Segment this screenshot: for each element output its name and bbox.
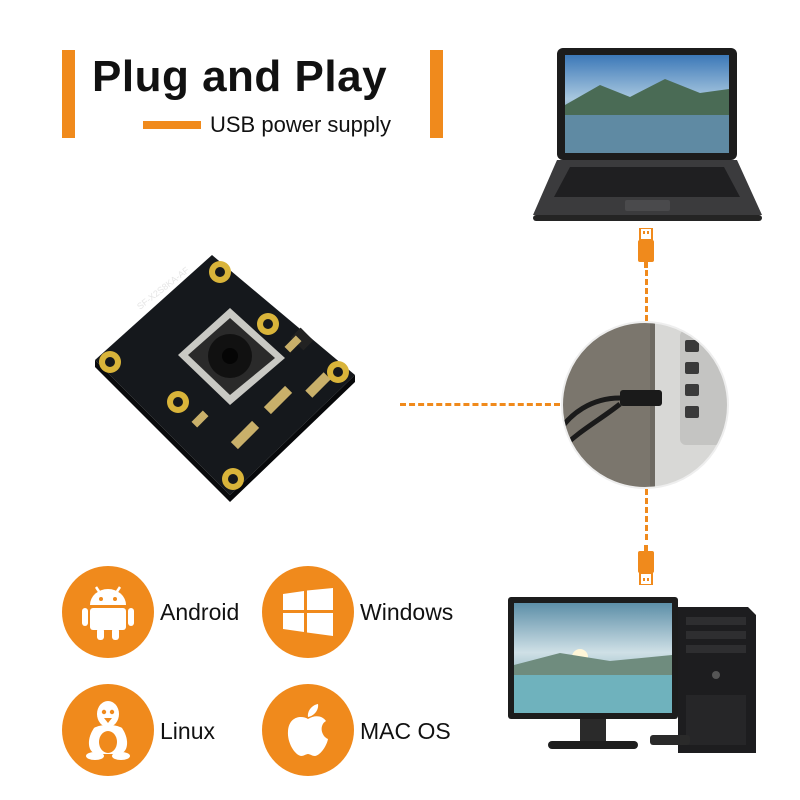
title-word-and: and [202, 52, 282, 101]
camera-module-illustration: SF-X2S8KA-AF [95, 255, 355, 502]
os-label-linux: Linux [160, 718, 215, 744]
apple-icon [287, 704, 328, 756]
laptop-illustration [533, 48, 762, 221]
subtitle: USB power supply [210, 112, 391, 137]
title-bracket-left [62, 50, 75, 138]
page-title: Plug and Play [92, 52, 387, 102]
macos-badge [262, 684, 354, 776]
linux-badge [62, 684, 154, 776]
connector-horizontal [400, 403, 560, 406]
title-word-play: Play [294, 52, 388, 101]
os-label-windows: Windows [360, 599, 454, 625]
title-bracket-right [430, 50, 443, 138]
connector-upper [645, 270, 648, 330]
connector-lower [645, 480, 648, 540]
linux-tux-icon [86, 701, 130, 760]
desktop-pc-illustration [508, 597, 756, 753]
title-word-plug: Plug [92, 52, 190, 101]
usb-plug-top-icon [638, 228, 654, 268]
windows-icon [283, 588, 333, 636]
usb-port-closeup [561, 321, 729, 489]
android-icon [82, 586, 134, 640]
os-label-android: Android [160, 599, 240, 625]
windows-badge [262, 566, 354, 658]
subtitle-accent-line [143, 121, 201, 129]
os-label-macos: MAC OS [360, 718, 451, 744]
android-badge [62, 566, 154, 658]
usb-plug-bottom-icon [638, 545, 654, 585]
